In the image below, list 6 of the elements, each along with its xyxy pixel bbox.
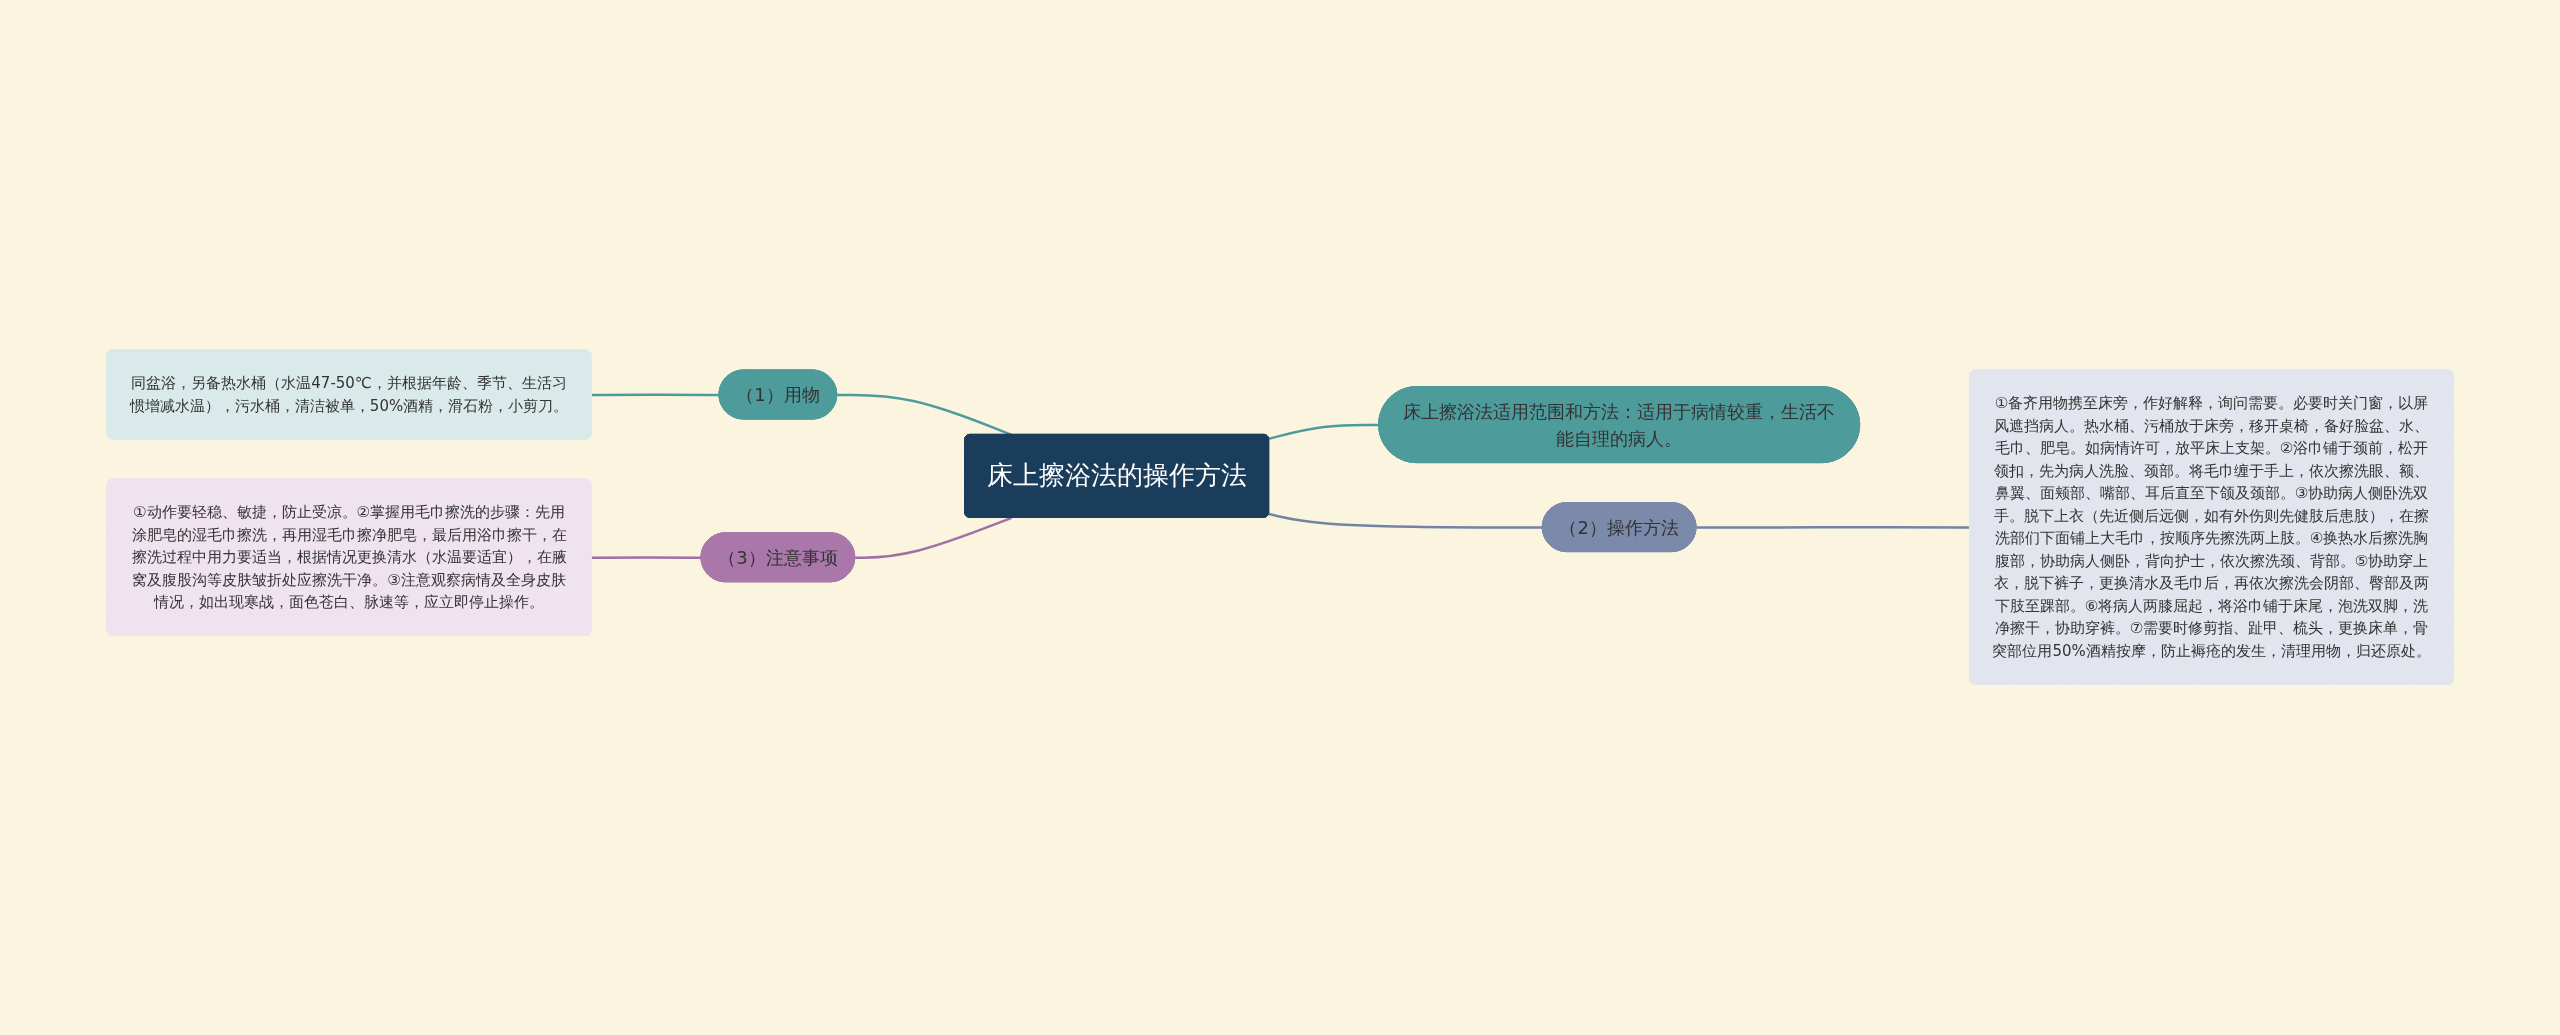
connector (591, 393, 720, 397)
connector (1696, 526, 1970, 530)
connector (591, 556, 702, 560)
connector (1268, 513, 1543, 530)
connector (1268, 424, 1379, 441)
connector (854, 517, 1012, 560)
